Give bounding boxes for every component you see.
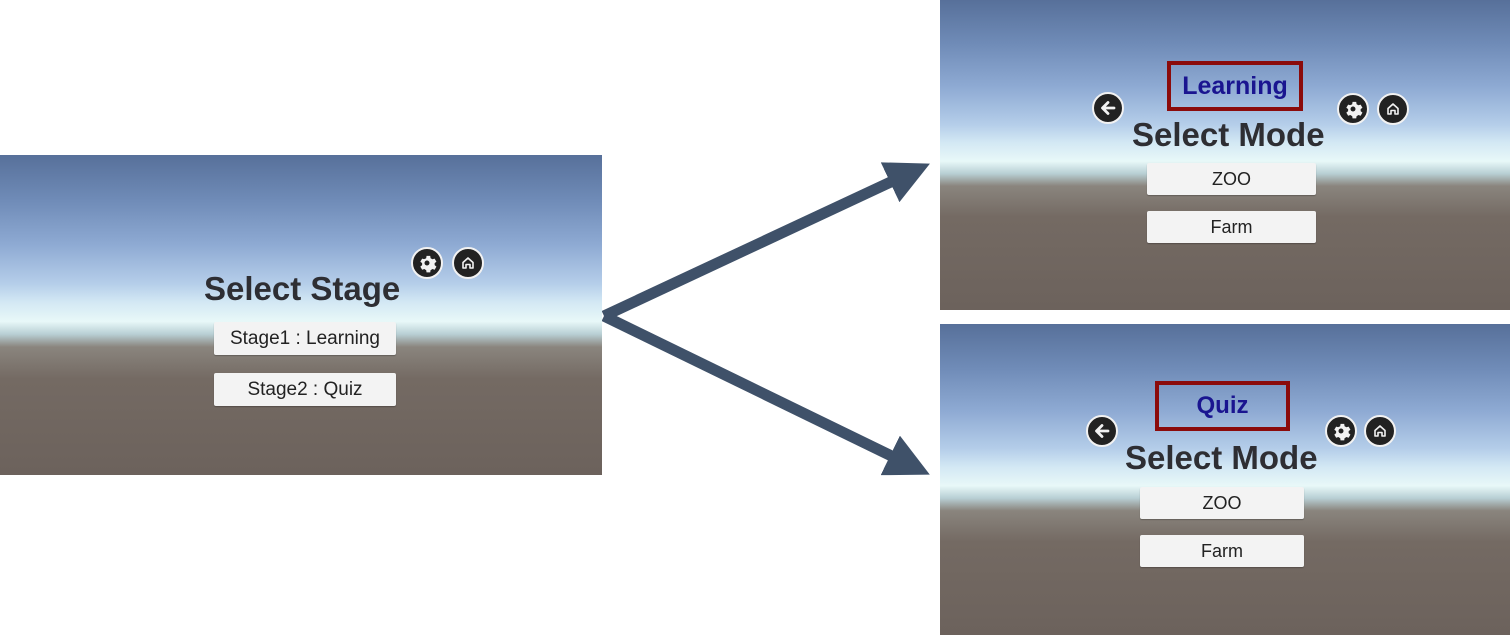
learning-select-mode-screen: Learning Select Mode ZOO Farm bbox=[940, 0, 1510, 310]
farm-button[interactable]: Farm bbox=[1140, 535, 1304, 567]
home-button[interactable] bbox=[1377, 93, 1409, 125]
gear-icon bbox=[1346, 101, 1363, 119]
arrow-to-learning bbox=[601, 162, 930, 321]
home-icon bbox=[1387, 103, 1399, 115]
home-icon bbox=[1374, 425, 1386, 437]
zoo-button[interactable]: ZOO bbox=[1140, 487, 1304, 519]
farm-button[interactable]: Farm bbox=[1147, 211, 1316, 243]
stage1-learning-button[interactable]: Stage1 : Learning bbox=[214, 322, 396, 355]
zoo-button[interactable]: ZOO bbox=[1147, 163, 1316, 195]
settings-button[interactable] bbox=[1337, 93, 1369, 125]
page-title: Select Stage bbox=[204, 270, 401, 307]
stage2-quiz-button[interactable]: Stage2 : Quiz bbox=[214, 373, 396, 406]
quiz-select-mode-screen: Quiz Select Mode ZOO Farm bbox=[940, 324, 1510, 635]
page-title: Select Mode bbox=[1132, 116, 1325, 153]
settings-button[interactable] bbox=[1325, 415, 1357, 447]
arrow-to-quiz bbox=[601, 311, 930, 476]
back-button[interactable] bbox=[1092, 92, 1124, 124]
mode-label-quiz: Quiz bbox=[1155, 381, 1290, 431]
home-button[interactable] bbox=[1364, 415, 1396, 447]
home-button[interactable] bbox=[452, 247, 484, 279]
gear-icon bbox=[420, 255, 437, 273]
back-button[interactable] bbox=[1086, 415, 1118, 447]
page-title: Select Mode bbox=[1125, 439, 1318, 476]
home-icon bbox=[462, 257, 474, 269]
select-stage-screen: Select Stage Stage1 : Learning Stage2 : … bbox=[0, 155, 602, 475]
back-arrow-icon bbox=[1101, 101, 1116, 115]
gear-icon bbox=[1334, 423, 1351, 441]
mode-label-learning: Learning bbox=[1167, 61, 1303, 111]
back-arrow-icon bbox=[1095, 424, 1110, 438]
settings-button[interactable] bbox=[411, 247, 443, 279]
